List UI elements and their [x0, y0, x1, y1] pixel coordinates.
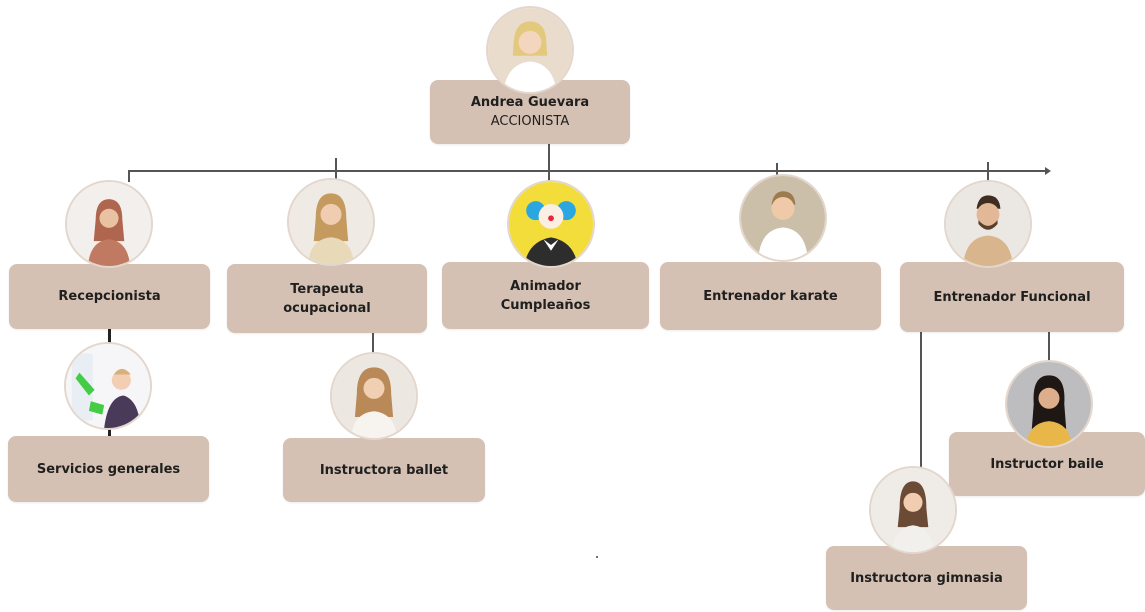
person-photo-icon [488, 8, 572, 92]
ceo-connector [548, 144, 550, 170]
baile-label: Instructor baile [990, 456, 1104, 472]
gimnasia-box[interactable]: Instructora gimnasia [826, 546, 1027, 610]
terapeuta-line1: Terapeuta [290, 281, 364, 297]
ballet-label: Instructora ballet [319, 462, 449, 478]
gimnasia-label: Instructora gimnasia [850, 570, 1003, 586]
funcional-connector [987, 162, 989, 182]
animador-line2: Cumpleaños [500, 297, 591, 313]
servicios-box[interactable]: Servicios generales [8, 436, 209, 502]
recepcionista-box[interactable]: Recepcionista [9, 264, 210, 329]
person-photo-icon [509, 182, 593, 266]
animador-photo [507, 180, 595, 268]
animador-line1: Animador [510, 278, 581, 294]
stray-dot [596, 556, 598, 558]
person-photo-icon [1007, 362, 1091, 446]
animador-connector [548, 170, 550, 182]
arrow-head-icon [1045, 167, 1051, 175]
karate-photo [739, 174, 827, 262]
ballet-connector [372, 332, 374, 354]
gimnasia-connector [920, 332, 922, 472]
person-photo-icon [871, 468, 955, 552]
funcional-photo [944, 180, 1032, 268]
ceo-role: ACCIONISTA [490, 114, 570, 129]
servicios-label: Servicios generales [36, 461, 181, 477]
terapeuta-photo [287, 178, 375, 266]
ballet-photo [330, 352, 418, 440]
servicios-photo [64, 342, 152, 430]
terapeuta-line2: ocupacional [283, 300, 371, 316]
terapeuta-connector [335, 158, 337, 182]
person-photo-icon [289, 180, 373, 264]
person-photo-icon [67, 182, 151, 266]
main-horizontal-connector [128, 170, 1048, 172]
animador-box[interactable]: Animador Cumpleaños [442, 262, 649, 329]
ceo-photo [486, 6, 574, 94]
ceo-name: Andrea Guevara [470, 95, 590, 110]
recepcionista-photo [65, 180, 153, 268]
gimnasia-photo [869, 466, 957, 554]
funcional-label: Entrenador Funcional [933, 289, 1091, 305]
terapeuta-box[interactable]: Terapeuta ocupacional [227, 264, 427, 333]
karate-box[interactable]: Entrenador karate [660, 262, 881, 330]
funcional-box[interactable]: Entrenador Funcional [900, 262, 1124, 332]
ballet-box[interactable]: Instructora ballet [283, 438, 485, 502]
karate-connector [776, 163, 778, 183]
person-photo-icon [66, 344, 150, 428]
karate-label: Entrenador karate [703, 288, 838, 304]
baile-photo [1005, 360, 1093, 448]
recepcionista-connector [128, 170, 130, 182]
person-photo-icon [946, 182, 1030, 266]
person-photo-icon [332, 354, 416, 438]
recepcionista-label: Recepcionista [58, 289, 161, 304]
baile-connector [1048, 332, 1050, 362]
person-photo-icon [741, 176, 825, 260]
